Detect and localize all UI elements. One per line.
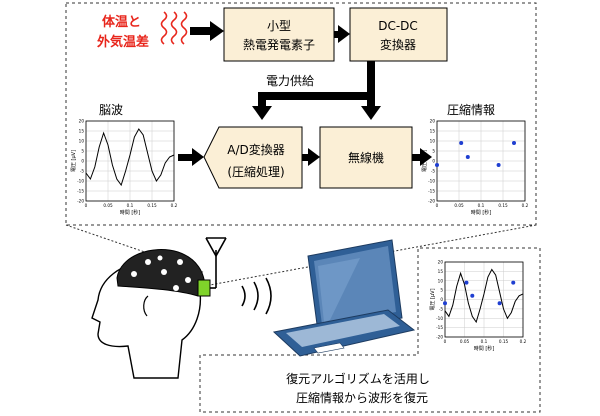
y-tick-label: -10	[77, 179, 84, 184]
power-supply-arrows	[252, 61, 381, 120]
x-tick-label: 0.1	[478, 203, 485, 208]
y-tick-label: -10	[428, 179, 435, 184]
teg-block-line2: 熱電発電素子	[243, 38, 315, 52]
reconstruction-panel	[199, 247, 541, 413]
y-axis-label: 電圧 [μV]	[430, 288, 436, 310]
y-tick-label: -10	[436, 316, 443, 321]
x-tick-label: 0	[436, 203, 439, 208]
person-head-icon	[91, 249, 206, 379]
dcdc-block-line1: DC-DC	[378, 19, 418, 33]
sensor-module	[197, 279, 211, 297]
sample-point	[443, 301, 447, 306]
series-line	[85, 128, 175, 187]
y-tick-label: 0	[440, 297, 443, 302]
dcdc-block	[349, 7, 448, 62]
x-tick-label: 0.05	[454, 203, 464, 208]
power-supply-label: 電力供給	[266, 74, 314, 88]
x-tick-label: 0.2	[522, 203, 529, 208]
series-line	[444, 268, 524, 324]
y-tick-label: 15	[79, 129, 85, 134]
y-axis-label: 電圧 [μV]	[422, 150, 428, 172]
x-tick-label: 0.1	[127, 203, 134, 208]
adc-to-radio-arrow	[302, 148, 320, 166]
system-panel	[65, 2, 537, 226]
x-tick-label: 0.15	[498, 203, 508, 208]
sample-point	[465, 155, 470, 159]
y-tick-label: -5	[80, 169, 85, 174]
y-tick-label: 15	[430, 129, 436, 134]
y-tick-label: -15	[77, 189, 84, 194]
x-tick-label: 0.2	[171, 203, 178, 208]
y-tick-label: 0	[432, 159, 435, 164]
reconstructed-chart: 0 0.05 0.1 0.15 0.2 20 15 10 5 0 -5 -10 -15 -20 時間 [秒]…	[430, 260, 527, 353]
x-tick-label: 0.15	[499, 339, 509, 344]
x-tick-label: 0.05	[460, 339, 470, 344]
sample-point	[459, 141, 464, 145]
electrode-dots	[131, 255, 191, 291]
x-tick-label: 0.1	[481, 339, 488, 344]
x-axis-label: 時間 [秒]	[120, 209, 141, 216]
sample-point	[511, 280, 516, 285]
antenna-icon	[205, 237, 227, 289]
x-tick-label: 0.05	[103, 203, 113, 208]
plot-frame	[85, 120, 175, 202]
y-tick-label: 15	[438, 269, 444, 274]
y-tick-label: 20	[430, 119, 436, 124]
eeg-chart-title: 脳波	[99, 103, 123, 117]
y-tick-label: 5	[81, 149, 84, 154]
adc-block-line1: A/D変換器	[227, 142, 285, 157]
y-tick-label: 20	[79, 119, 85, 124]
y-tick-label: 10	[79, 139, 85, 144]
y-tick-label: -15	[428, 189, 435, 194]
eeg-chart: 0 0.05 0.1 0.15 0.2 20 15 10 5 0 -5 -10 -15 -20 時間 [秒]…	[71, 119, 178, 217]
x-tick-label: 0.15	[147, 203, 157, 208]
heat-arrow	[190, 21, 224, 41]
y-tick-label: 10	[438, 278, 444, 283]
sample-point	[435, 163, 439, 167]
x-axis-label: 時間 [秒]	[471, 209, 492, 216]
adc-block-line2: (圧縮処理)	[227, 164, 284, 179]
y-tick-label: -20	[428, 199, 435, 204]
teg-block	[223, 7, 335, 62]
caption-line2: 圧縮情報から波形を復元	[296, 390, 428, 405]
y-tick-label: -20	[77, 199, 84, 204]
y-axis-label: 電圧 [μV]	[71, 150, 77, 172]
sample-point	[464, 280, 469, 285]
x-tick-label: 0	[444, 339, 447, 344]
eeg-to-adc-arrow	[178, 148, 204, 166]
heat-source-line2: 外気温差	[96, 34, 149, 50]
x-tick-label: 0	[85, 203, 88, 208]
dcdc-block-line2: 変換器	[380, 37, 416, 52]
sample-point	[512, 141, 516, 145]
teg-to-dcdc-arrow	[334, 25, 350, 43]
sample-point	[497, 301, 502, 306]
y-tick-label: -5	[431, 169, 436, 174]
radio-block-label: 無線機	[348, 150, 384, 165]
radio-block	[319, 126, 413, 189]
plot-frame	[436, 120, 526, 202]
sample-point	[470, 293, 475, 298]
wireless-signal-icon	[241, 277, 272, 315]
y-tick-label: 20	[438, 260, 444, 265]
y-tick-label: 10	[430, 139, 436, 144]
y-tick-label: 0	[81, 159, 84, 164]
radio-to-output-arrow	[412, 148, 432, 166]
y-tick-label: 5	[432, 149, 435, 154]
compressed-chart-title: 圧縮情報	[447, 102, 495, 117]
x-axis-label: 時間 [秒]	[474, 345, 495, 352]
heat-source-line1: 体温と	[102, 14, 141, 30]
y-tick-label: 5	[440, 288, 443, 293]
sample-point	[496, 163, 501, 167]
compressed-chart: 0 0.05 0.1 0.15 0.2 20 15 10 5 0 -5 -10 -15 -20 時間 [秒]…	[422, 119, 529, 217]
teg-block-line1: 小型	[267, 19, 291, 33]
y-tick-label: -5	[439, 306, 444, 311]
caption-line1: 復元アルゴリズムを活用し	[286, 371, 430, 386]
heat-wave-icon	[160, 11, 188, 45]
plot-frame	[444, 261, 524, 338]
x-tick-label: 0.2	[520, 339, 527, 344]
y-tick-label: -20	[436, 335, 443, 340]
y-tick-label: -15	[436, 325, 443, 330]
laptop-icon	[272, 239, 416, 357]
